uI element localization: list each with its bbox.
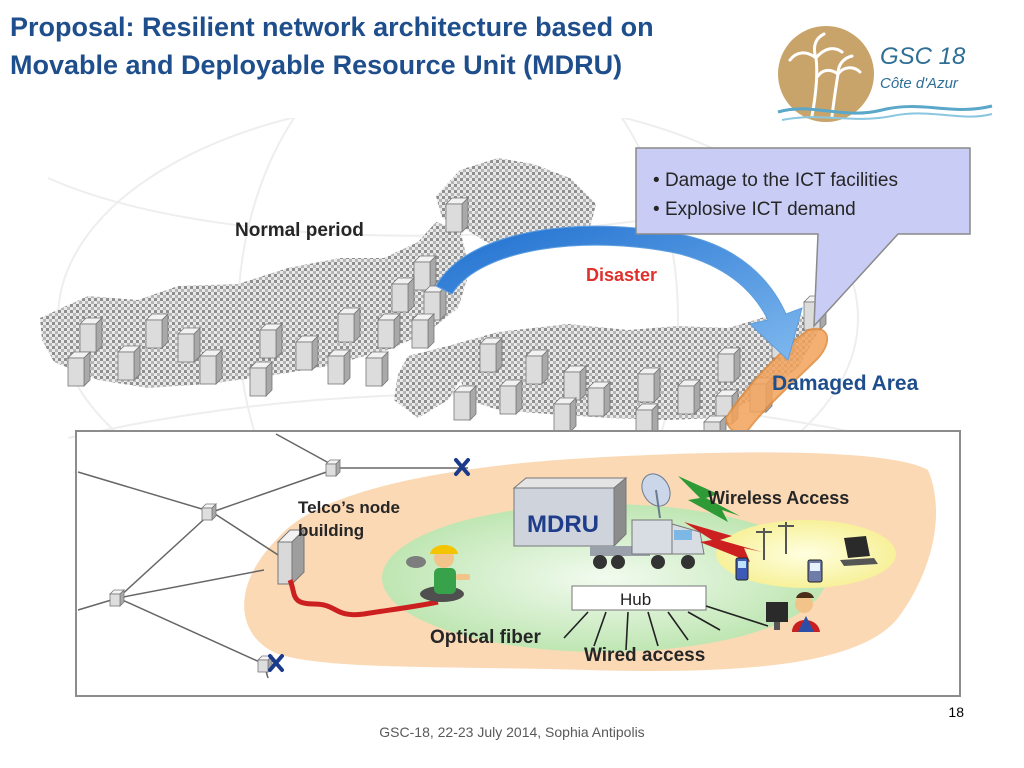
callout-item-1-text: Damage to the ICT facilities — [665, 170, 898, 191]
logo-wave-2 — [781, 112, 993, 121]
mdru-label: MDRU — [527, 511, 599, 538]
wired-access-label: Wired access — [584, 645, 705, 666]
normal-period-label: Normal period — [235, 220, 364, 241]
slide-title: Proposal: Resilient network architecture… — [10, 8, 750, 84]
optical-fiber-label: Optical fiber — [430, 627, 541, 648]
telco-node-label-2: building — [298, 521, 364, 540]
mdru-diagram: Damaged Area Disaster Normal period • Da… — [40, 118, 971, 697]
logo-text-gsc18: GSC 18 — [880, 43, 966, 70]
truck-icon: MDRU — [512, 476, 705, 569]
wireless-access-label: Wireless Access — [708, 488, 849, 508]
building-icon — [276, 528, 306, 586]
wired-access-lines — [563, 605, 769, 651]
callout-box — [635, 147, 971, 329]
logo-wave-1 — [777, 104, 993, 115]
logo-sun-disc — [778, 26, 874, 122]
callout-item-demand: • Explosive ICT demand — [653, 199, 856, 220]
mobile-phone-icon-2 — [807, 559, 823, 583]
title-line-2: Movable and Deployable Resource Unit (MD… — [10, 50, 623, 80]
mdru-container — [513, 487, 615, 547]
user-at-pc-icon — [766, 592, 820, 632]
network-node-3 — [109, 589, 125, 607]
damaged-area-label: Damaged Area — [772, 372, 919, 395]
optical-fiber-cable — [287, 579, 439, 618]
slide-footer: GSC-18, 22-23 July 2014, Sophia Antipoli… — [379, 724, 645, 740]
page-number: 18 — [948, 704, 964, 720]
mobile-phone-icon — [735, 557, 749, 581]
broken-link-x-icon — [454, 458, 470, 476]
logo-text-cote-dazur: Côte d'Azur — [880, 75, 959, 92]
worker-icon — [406, 545, 470, 602]
antenna-icon — [756, 522, 794, 560]
wireless-signal-arrows — [678, 476, 762, 562]
wireless-coverage-area — [716, 520, 896, 588]
disaster-arrow — [435, 225, 803, 361]
callout-bullet-2: • — [653, 199, 665, 220]
network-node-1 — [325, 459, 341, 477]
callout-item-damage: • Damage to the ICT facilities — [653, 170, 898, 191]
map-hokkaido — [436, 158, 596, 250]
broken-link-x-icon-2 — [268, 654, 284, 672]
hub-label: Hub — [620, 590, 651, 609]
gsc18-logo: GSC 18 Côte d'Azur — [777, 26, 993, 122]
satellite-dish-icon — [641, 473, 671, 519]
hub-box — [571, 585, 707, 611]
callout-item-2-text: Explosive ICT demand — [665, 199, 856, 220]
network-node-2 — [201, 503, 217, 521]
map-kyushu-south — [394, 346, 468, 418]
laptop-icon — [840, 536, 878, 566]
title-line-1: Proposal: Resilient network architecture… — [10, 12, 654, 42]
callout-bullet-1: • — [653, 170, 665, 191]
telco-node-label-1: Telco’s node — [298, 498, 400, 517]
disaster-label: Disaster — [586, 265, 657, 285]
